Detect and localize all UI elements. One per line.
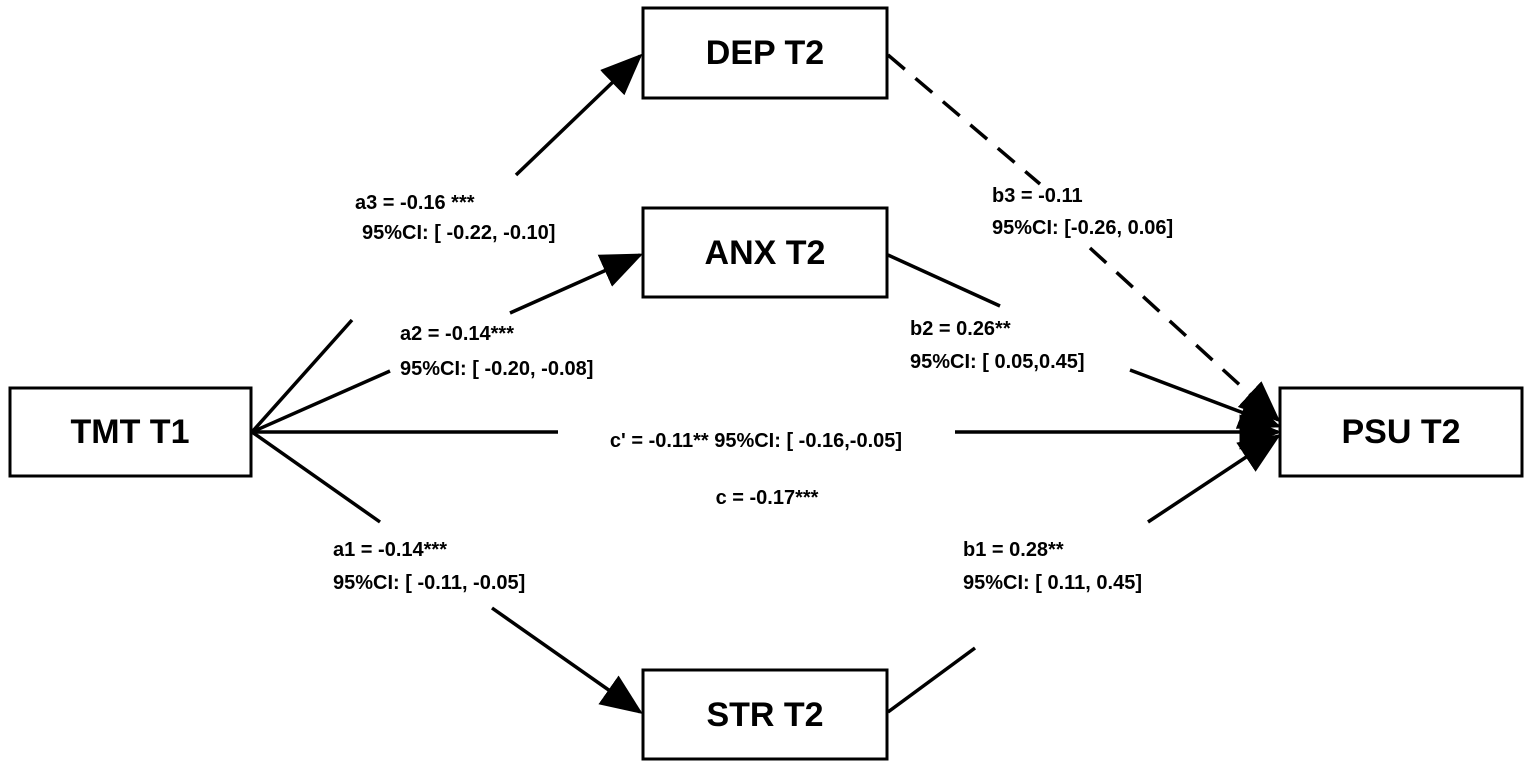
node-anx: ANX T2	[641, 206, 889, 299]
node-str: STR T2	[641, 668, 889, 761]
a3-ci-label: 95%CI: [ -0.22, -0.10]	[362, 222, 555, 244]
node-psu: PSU T2	[1278, 386, 1524, 478]
edge-a2-lower	[251, 369, 391, 434]
edge-b3-upper	[886, 53, 1042, 186]
b2-ci-label: 95%CI: [ 0.05,0.45]	[910, 351, 1085, 373]
a1-ci-label: 95%CI: [ -0.11, -0.05]	[333, 572, 525, 594]
edge-a3-lower	[250, 318, 354, 434]
node-tmt: TMT T1	[8, 386, 253, 478]
node-tmt-label: TMT T1	[71, 413, 190, 451]
node-str-label: STR T2	[706, 696, 823, 734]
b3-coef-label: b3 = -0.11	[992, 185, 1083, 207]
edge-b2-upper	[887, 253, 1001, 308]
total-effect-label: c = -0.17***	[716, 487, 819, 509]
a2-coef-label: a2 = -0.14***	[400, 323, 514, 345]
direct-effect-label: c' = -0.11** 95%CI: [ -0.16,-0.05]	[610, 430, 902, 452]
edge-a2-upper	[509, 253, 644, 315]
node-dep-label: DEP T2	[706, 34, 824, 72]
b1-ci-label: 95%CI: [ 0.11, 0.45]	[963, 572, 1142, 594]
node-dep: DEP T2	[641, 6, 889, 100]
b3-ci-label: 95%CI: [-0.26, 0.06]	[992, 217, 1173, 239]
edge-b2-lower	[1129, 368, 1282, 429]
edge-b1-lower	[886, 646, 977, 714]
a3-coef-label: a3 = -0.16 ***	[355, 192, 475, 214]
edge-a1-upper	[250, 430, 382, 524]
edge-a3-upper	[514, 53, 643, 177]
edge-b1-upper	[1147, 434, 1281, 524]
b1-coef-label: b1 = 0.28**	[963, 539, 1064, 561]
edge-b3-lower	[1088, 246, 1281, 423]
a2-ci-label: 95%CI: [ -0.20, -0.08]	[400, 358, 593, 380]
node-psu-label: PSU T2	[1341, 413, 1460, 451]
edge-a1-lower	[490, 606, 643, 715]
a1-coef-label: a1 = -0.14***	[333, 539, 447, 561]
b2-coef-label: b2 = 0.26**	[910, 318, 1011, 340]
node-anx-label: ANX T2	[705, 234, 826, 272]
path-labels: a3 = -0.16 *** 95%CI: [ -0.22, -0.10] a2…	[333, 185, 1173, 594]
edges	[250, 53, 1282, 715]
